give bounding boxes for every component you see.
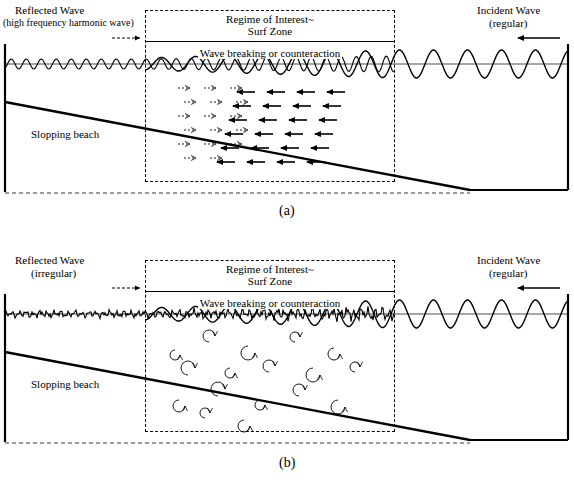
reflected-flow-arrow: [230, 116, 242, 117]
reflected-flow-arrow: [236, 130, 248, 131]
reflected-flow-arrow: [178, 116, 190, 117]
wave-note: (irregular): [30, 267, 77, 279]
incident-flow-arrow: [225, 133, 243, 135]
tank-wall: [567, 44, 569, 190]
region-heading: Regime of Interest~ Surf Zone: [216, 263, 324, 287]
wave-label: Reflected Wave: [14, 254, 85, 266]
turbulent-eddy: [241, 346, 255, 360]
wave-note: (high frequency harmonic wave): [2, 17, 135, 29]
turbulent-eddy: [331, 400, 345, 414]
region-note: Wave breaking or counteraction: [198, 47, 343, 59]
panel-caption: (b): [278, 455, 296, 471]
incident-flow-arrow: [263, 105, 281, 107]
turbulent-eddy: [290, 332, 300, 342]
incident-flow-arrow: [281, 147, 299, 149]
turbulent-eddy: [225, 368, 235, 378]
turbulent-eddy: [200, 408, 210, 418]
incident-flow-arrow: [255, 133, 273, 135]
wave-note: (regular): [488, 267, 528, 279]
incident-flow-arrow: [285, 133, 303, 135]
region-note-row: Wave breaking or counteraction: [146, 42, 394, 61]
region-heading-row: Regime of Interest~ Surf Zone: [146, 261, 394, 292]
wave-note: (regular): [488, 17, 528, 29]
incident-flow-arrow: [251, 147, 269, 149]
incident-direction-arrow: [518, 287, 560, 288]
region-heading-row: Regime of Interest~ Surf Zone: [146, 11, 394, 42]
wave-label: Incident Wave: [476, 254, 541, 266]
turbulent-eddy: [255, 400, 265, 410]
sloping-beach: [5, 352, 470, 440]
wave-label: Reflected Wave: [14, 4, 85, 16]
turbulent-eddy: [328, 348, 340, 360]
turbulent-eddy: [350, 362, 360, 372]
reflected-flow-arrow: [178, 144, 190, 145]
reflected-direction-arrow: [112, 38, 140, 39]
incident-flow-arrow: [259, 119, 277, 121]
incident-flow-arrow: [237, 91, 255, 93]
tank-bottom: [470, 439, 568, 441]
turbulent-eddy: [263, 360, 275, 372]
region-heading: Regime of Interest~ Surf Zone: [216, 13, 324, 37]
reflected-flow-arrow: [204, 88, 216, 89]
incident-direction-arrow: [518, 37, 560, 38]
turbulent-eddy: [173, 400, 185, 412]
incident-flow-arrow: [297, 91, 315, 93]
turbulent-eddy: [203, 330, 215, 342]
wave-label: Incident Wave: [476, 4, 541, 16]
reflected-flow-arrow: [184, 158, 196, 159]
reflected-flow-arrow: [204, 144, 216, 145]
turbulent-eddy: [181, 361, 195, 375]
sloping-beach: [5, 102, 470, 190]
reflected-flow-arrow: [236, 102, 248, 103]
beach-label: Slopping beach: [30, 378, 100, 390]
tank-wall: [567, 294, 569, 440]
beach-region-outline: [5, 352, 470, 443]
reflected-flow-arrow: [230, 144, 242, 145]
incident-flow-arrow: [293, 105, 311, 107]
incident-flow-arrow: [229, 119, 247, 121]
panel-caption: (a): [278, 203, 296, 219]
turbulent-eddy: [211, 382, 225, 396]
reflected-flow-arrow: [204, 116, 216, 117]
beach-region-outline: [5, 102, 470, 193]
incident-flow-arrow: [323, 105, 341, 107]
region-note-row: Wave breaking or counteraction: [146, 292, 394, 311]
reflected-flow-arrow: [178, 88, 190, 89]
incident-flow-arrow: [307, 161, 325, 163]
reflected-flow-arrow: [210, 158, 222, 159]
beach-label: Slopping beach: [30, 128, 100, 140]
reflected-flow-arrow: [184, 130, 196, 131]
reflected-flow-arrow: [230, 88, 242, 89]
region-note: Wave breaking or counteraction: [198, 297, 343, 309]
surf-zone-region: Regime of Interest~ Surf ZoneWave breaki…: [145, 10, 395, 182]
reflected-flow-arrow: [210, 102, 222, 103]
reflected-direction-arrow: [112, 288, 140, 289]
reflected-flow-arrow: [184, 102, 196, 103]
incident-flow-arrow: [315, 133, 333, 135]
turbulent-eddy: [238, 420, 250, 432]
incident-flow-arrow: [217, 161, 235, 163]
surf-zone-region: Regime of Interest~ Surf ZoneWave breaki…: [145, 260, 395, 432]
incident-flow-arrow: [319, 119, 337, 121]
turbulent-eddy: [293, 384, 305, 396]
incident-flow-arrow: [267, 91, 285, 93]
incident-flow-arrow: [327, 91, 345, 93]
incident-flow-arrow: [233, 105, 251, 107]
incident-flow-arrow: [247, 161, 265, 163]
reflected-flow-arrow: [210, 130, 222, 131]
turbulent-eddy: [306, 368, 320, 382]
incident-flow-arrow: [277, 161, 295, 163]
incident-flow-arrow: [289, 119, 307, 121]
turbulent-eddy: [170, 350, 180, 360]
tank-bottom: [470, 189, 568, 191]
incident-flow-arrow: [221, 147, 239, 149]
incident-flow-arrow: [311, 147, 329, 149]
